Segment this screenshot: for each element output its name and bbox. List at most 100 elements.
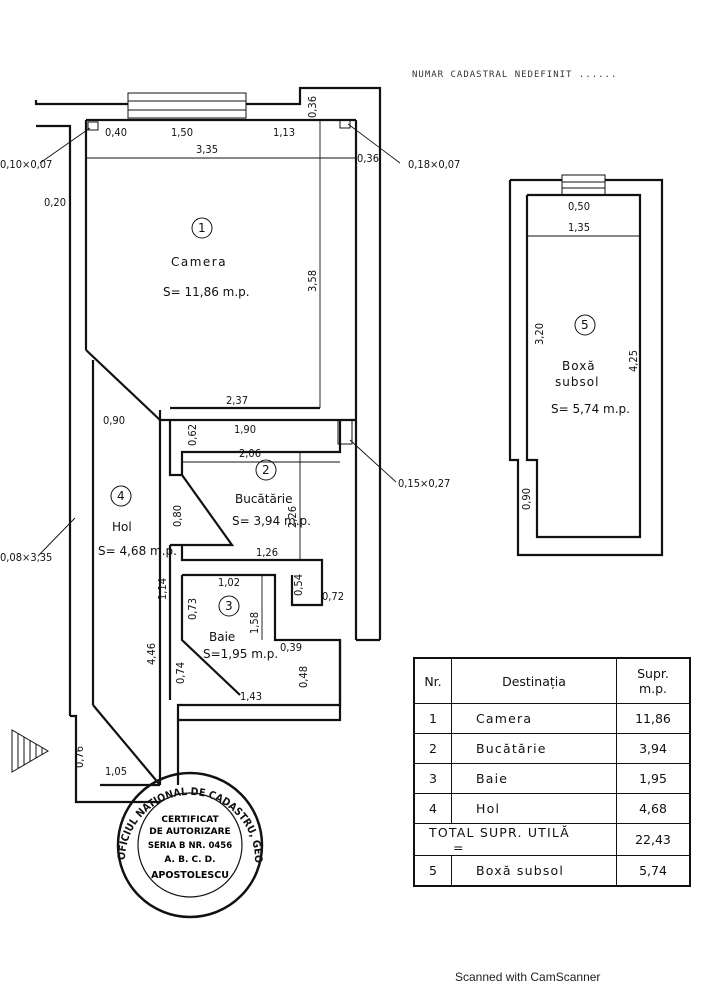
- dim-label: 1,50: [171, 126, 193, 139]
- table-row: 4 Hol 4,68: [413, 793, 691, 824]
- cell-suprafata: 5,74: [616, 855, 691, 887]
- stamp-line-1: CERTIFICAT: [161, 815, 219, 825]
- room-name-hol: Hol: [112, 520, 132, 534]
- cell-nr: 3: [413, 763, 452, 794]
- dim-label: 1,58: [248, 612, 261, 634]
- room-marker-2: [255, 459, 277, 481]
- col-header-nr: Nr.: [413, 657, 452, 704]
- dim-label: 0,36: [357, 152, 379, 165]
- dim-label: 0,39: [280, 641, 302, 654]
- cell-destinatie: Camera: [451, 703, 617, 734]
- table-row: 1 Camera 11,86: [413, 703, 691, 734]
- table-total-row: TOTAL SUPR. UTILĂ = 22,43: [413, 823, 691, 856]
- cell-destinatie: Boxă subsol: [451, 855, 617, 887]
- dim-label: 0,74: [174, 662, 187, 684]
- callout-section: 0,08×3,35: [0, 551, 52, 564]
- stamp-line-4: A. B. C. D.: [164, 855, 215, 865]
- dim-label: 0,36: [306, 96, 319, 118]
- boxa-walls: [508, 174, 664, 557]
- room-number-3: 3: [225, 599, 233, 613]
- col-header-suprafata: Supr. m.p.: [616, 657, 691, 704]
- total-label-cell: TOTAL SUPR. UTILĂ =: [413, 823, 617, 856]
- stamp-line-5: APOSTOLESCU: [151, 870, 229, 881]
- cell-destinatie: Bucătărie: [451, 733, 617, 764]
- dim-label: 3,58: [306, 270, 319, 292]
- cell-nr: 5: [413, 855, 452, 887]
- room-marker-4: [110, 485, 132, 507]
- room-marker-5: [574, 314, 596, 336]
- cell-nr: 4: [413, 793, 452, 824]
- callout-section: 0,10×0,07: [0, 158, 52, 171]
- room-name-baie: Baie: [209, 630, 235, 644]
- room-marker-3: [218, 595, 240, 617]
- dim-label: 3,35: [196, 143, 218, 156]
- area-table: Nr. Destinația Supr. m.p. 1 Camera 11,86…: [413, 657, 691, 887]
- room-markers: [110, 217, 596, 617]
- dim-label: 0,80: [171, 505, 184, 527]
- dim-label: 2,26: [286, 506, 299, 528]
- cell-suprafata: 1,95: [616, 763, 691, 794]
- dim-label: 0,40: [105, 126, 127, 139]
- watermark-text: Scanned with CamScanner: [455, 970, 601, 984]
- table-header-row: Nr. Destinația Supr. m.p.: [413, 657, 691, 704]
- dim-label: 0,76: [73, 746, 86, 768]
- room-number-4: 4: [117, 489, 125, 503]
- dim-label: 0,20: [44, 196, 66, 209]
- col-header-destinatia: Destinația: [451, 657, 617, 704]
- room-name-boxa: Boxă: [562, 359, 596, 373]
- dim-label: 0,62: [186, 424, 199, 446]
- room-name-camera: Camera: [171, 255, 227, 269]
- room-area-boxa: S= 5,74 m.p.: [551, 402, 630, 416]
- callout-leaders: [37, 123, 401, 557]
- floor-plan: 1 2 3 4 5 Camera S= 11,86 m.p. Bucătărie…: [0, 0, 664, 919]
- dim-label: 1,90: [234, 423, 256, 436]
- stair-arrow-icon: [11, 729, 49, 773]
- room-name-boxa-2: subsol: [555, 375, 599, 389]
- dim-label: 3,20: [533, 323, 546, 345]
- total-value: 22,43: [616, 823, 691, 856]
- dim-label: 0,54: [292, 574, 305, 596]
- dim-label: 0,48: [297, 666, 310, 688]
- dim-label: 1,26: [256, 546, 278, 559]
- table-row: 3 Baie 1,95: [413, 763, 691, 794]
- cell-destinatie: Hol: [451, 793, 617, 824]
- callout-section: 0,15×0,27: [398, 477, 450, 490]
- room-name-bucatarie: Bucătărie: [235, 492, 293, 506]
- room-area-camera: S= 11,86 m.p.: [163, 285, 250, 299]
- room-area-hol: S= 4,68 m.p.: [98, 544, 177, 558]
- dim-label: 1,02: [218, 576, 240, 589]
- dim-label: 0,50: [568, 200, 590, 213]
- dim-label: 0,72: [322, 590, 344, 603]
- dim-label: 2,37: [226, 394, 248, 407]
- dimension-lines: [86, 120, 356, 786]
- total-equals: =: [453, 839, 465, 855]
- cell-suprafata: 4,68: [616, 793, 691, 824]
- stamp-ring-text: OFICIUL NATIONAL DE CADASTRU, GEODEZIE S…: [0, 0, 264, 863]
- cell-destinatie: Baie: [451, 763, 617, 794]
- dim-label: 1,05: [105, 765, 127, 778]
- table-row: 5 Boxă subsol 5,74: [413, 855, 691, 887]
- apartment-walls: [34, 86, 382, 804]
- cell-nr: 2: [413, 733, 452, 764]
- room-area-bucatarie: S= 3,94 m.p.: [232, 514, 311, 528]
- callout-section: 0,18×0,07: [408, 158, 460, 171]
- dim-label: 2,06: [239, 447, 261, 460]
- room-number-2: 2: [262, 463, 270, 477]
- dim-label: 1,14: [156, 578, 169, 600]
- table-row: 2 Bucătărie 3,94: [413, 733, 691, 764]
- cell-nr: 1: [413, 703, 452, 734]
- dim-label: 1,43: [240, 690, 262, 703]
- cell-suprafata: 3,94: [616, 733, 691, 764]
- certification-stamp: OFICIUL NATIONAL DE CADASTRU, GEODEZIE S…: [0, 0, 264, 919]
- dim-label: 4,46: [145, 643, 158, 665]
- stamp-line-2: DE AUTORIZARE: [149, 827, 230, 837]
- room-number-1: 1: [198, 221, 206, 235]
- cell-suprafata: 11,86: [616, 703, 691, 734]
- room-number-5: 5: [581, 318, 589, 332]
- dim-label: 1,35: [568, 221, 590, 234]
- dim-label: 0,90: [103, 414, 125, 427]
- header-scrawl: NUMAR CADASTRAL NEDEFINIT ......: [412, 70, 618, 80]
- total-label: TOTAL SUPR. UTILĂ: [429, 824, 570, 840]
- dim-label: 0,73: [186, 598, 199, 620]
- dim-label: 4,25: [627, 350, 640, 372]
